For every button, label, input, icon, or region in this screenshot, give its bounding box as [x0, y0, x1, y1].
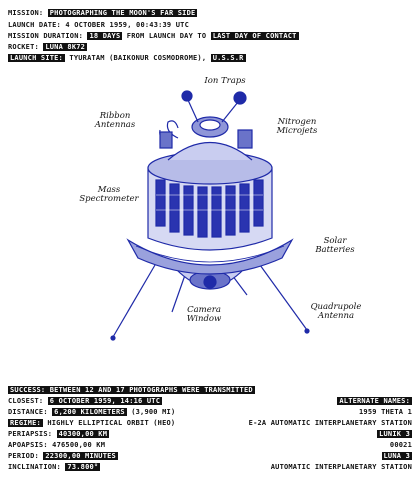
regime-value: HIGHLY ELLIPTICAL ORBIT (HEO): [47, 419, 176, 427]
alternate-title-line: ALTERNATE NAMES:: [337, 397, 412, 406]
mission-line: MISSION: PHOTOGRAPHING THE MOON'S FAR SI…: [8, 9, 198, 18]
alt-name-3: LUNIK 3: [377, 430, 412, 439]
nitrogen-microjets-callout: Nitrogen Microjets: [262, 118, 332, 136]
periapsis-value: 40300,00 KM: [56, 430, 110, 438]
solar-label-1: Solar: [323, 236, 347, 246]
camera-label-1: Camera: [187, 305, 221, 315]
mass-label-2: Spectrometer: [79, 194, 139, 204]
leg-mid-right: [231, 274, 248, 296]
alt-name-6: AUTOMATIC INTERPLANETARY STATION: [271, 463, 412, 472]
rocket-line: ROCKET: LUNA 8K72: [8, 43, 88, 52]
ribbon-label-1: Ribbon: [99, 111, 131, 121]
success-line: SUCCESS: BETWEEN 12 AND 17 PHOTOGRAPHS W…: [8, 386, 255, 395]
leg-left: [112, 264, 156, 338]
closest-label: CLOSEST:: [8, 397, 44, 405]
duration-suffix: FROM LAUNCH DAY TO: [126, 32, 207, 40]
period-label: PERIOD:: [8, 452, 39, 460]
site-label: LAUNCH SITE:: [8, 54, 65, 62]
launch-date-line: LAUNCH DATE: 4 OCTOBER 1959, 00:43:39 UT…: [8, 21, 189, 30]
camera-window-callout: Camera Window: [174, 306, 234, 324]
solar-label-2: Batteries: [315, 245, 355, 255]
alternate-title: ALTERNATE NAMES:: [337, 397, 412, 405]
regime-label: REGIME:: [8, 419, 43, 427]
regime-line: REGIME: HIGHLY ELLIPTICAL ORBIT (HEO): [8, 419, 175, 428]
quad-label-1: Quadrupole: [310, 302, 362, 312]
ion-traps-callout: Ion Traps: [195, 77, 255, 86]
launch-site-line: LAUNCH SITE: TYURATAM (BAIKONUR COSMODRO…: [8, 54, 246, 63]
alt-name-1: 1959 THETA 1: [359, 408, 412, 417]
closest-line: CLOSEST: 6 OCTOBER 1959, 14:16 UTC: [8, 397, 163, 406]
rocket-label: ROCKET:: [8, 43, 39, 51]
alt-name-text: 1959 THETA 1: [359, 408, 412, 416]
mission-value: PHOTOGRAPHING THE MOON'S FAR SIDE: [47, 9, 198, 17]
distance-label: DISTANCE:: [8, 408, 48, 416]
period-value: 22300,00 MINUTES: [43, 452, 118, 460]
alt-name-text: E-2A AUTOMATIC INTERPLANETARY STATION: [248, 419, 412, 427]
mass-spectrometer-callout: Mass Spectrometer: [74, 186, 144, 204]
launch-date-label: LAUNCH DATE:: [8, 21, 61, 29]
ribbon-label-2: Antennas: [94, 120, 136, 130]
ion-traps-label: Ion Traps: [204, 76, 246, 86]
launch-date-value: 4 OCTOBER 1959, 00:43:39 UTC: [65, 21, 190, 29]
duration-label: MISSION DURATION:: [8, 32, 84, 40]
leg-right: [259, 264, 308, 331]
ribbon-antennas-callout: Ribbon Antennas: [80, 112, 150, 130]
periapsis-label: PERIAPSIS:: [8, 430, 53, 438]
apoapsis-label: APOAPSIS:: [8, 441, 48, 449]
mission-label: MISSION:: [8, 9, 44, 17]
closest-value: 6 OCTOBER 1959, 14:16 UTC: [47, 397, 163, 405]
alt-name-text: AUTOMATIC INTERPLANETARY STATION: [270, 463, 412, 471]
nitrogen-label-1: Nitrogen: [277, 117, 317, 127]
periapsis-line: PERIAPSIS: 40300,00 KM: [8, 430, 110, 439]
alt-name-text: LUNA 3: [381, 452, 412, 460]
leg-mid-left: [171, 274, 186, 313]
apoapsis-value: 476500,00 KM: [52, 441, 106, 449]
alt-name-2: E-2A AUTOMATIC INTERPLANETARY STATION: [249, 419, 412, 428]
duration-end: LAST DAY OF CONTACT: [210, 32, 299, 40]
quadrupole-antenna-callout: Quadrupole Antenna: [296, 303, 376, 321]
distance-value: 6,200 KILOMETERS: [52, 408, 127, 416]
rocket-value: LUNA 8K72: [43, 43, 88, 51]
site-country: U.S.S.R: [210, 54, 246, 62]
nitrogen-label-2: Microjets: [276, 126, 318, 136]
duration-line: MISSION DURATION: 18 DAYS FROM LAUNCH DA…: [8, 32, 299, 41]
period-line: PERIOD: 22300,00 MINUTES: [8, 452, 118, 461]
quad-label-2: Antenna: [317, 311, 355, 321]
inclination-line: INCLINATION: 73.800°: [8, 463, 101, 472]
inclination-value: 73.800°: [65, 463, 101, 471]
solar-batteries-callout: Solar Batteries: [300, 237, 370, 255]
camera-label-2: Window: [186, 314, 222, 324]
mass-label-1: Mass: [97, 185, 121, 195]
alt-name-text: 00021: [389, 441, 412, 449]
success-text: SUCCESS: BETWEEN 12 AND 17 PHOTOGRAPHS W…: [8, 386, 255, 394]
inclination-label: INCLINATION:: [8, 463, 61, 471]
distance-miles: (3,900 MI): [131, 408, 176, 416]
apoapsis-line: APOAPSIS: 476500,00 KM: [8, 441, 105, 450]
site-value: TYURATAM (BAIKONUR COSMODROME),: [69, 54, 207, 62]
alt-name-5: LUNA 3: [381, 452, 412, 461]
duration-value: 18 DAYS: [87, 32, 123, 40]
distance-line: DISTANCE: 6,200 KILOMETERS (3,900 MI): [8, 408, 175, 417]
alt-name-4: 00021: [390, 441, 412, 450]
alt-name-text: LUNIK 3: [377, 430, 412, 438]
